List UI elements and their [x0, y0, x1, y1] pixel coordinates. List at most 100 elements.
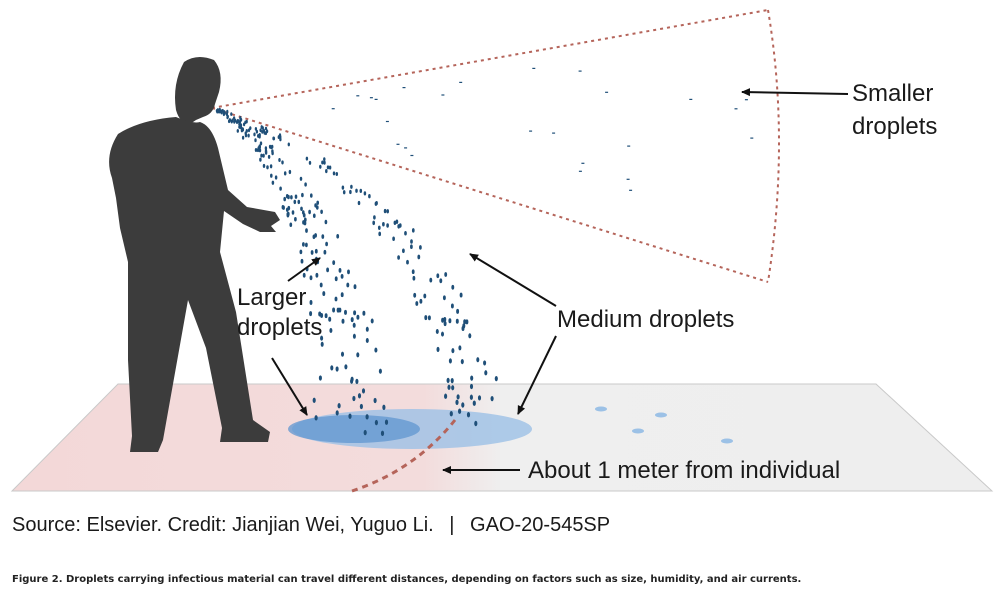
droplet — [465, 319, 469, 325]
droplet — [378, 231, 382, 237]
droplet — [441, 331, 444, 337]
droplet — [222, 111, 225, 115]
droplet — [436, 273, 440, 279]
droplet — [330, 365, 334, 371]
droplet — [423, 293, 427, 299]
droplet — [386, 223, 389, 228]
droplet — [406, 259, 409, 265]
droplet — [262, 153, 265, 158]
droplet — [346, 282, 350, 288]
droplet — [238, 120, 241, 125]
droplet — [315, 272, 319, 278]
droplet — [373, 397, 377, 404]
droplet — [254, 147, 258, 153]
droplet — [261, 126, 264, 130]
droplet — [305, 242, 308, 248]
droplet — [271, 180, 275, 185]
droplet — [350, 317, 354, 323]
droplet — [319, 282, 323, 288]
droplet — [412, 275, 416, 281]
droplet — [272, 136, 276, 141]
droplet — [312, 234, 316, 240]
droplet — [340, 273, 344, 279]
droplet — [374, 347, 378, 353]
droplet — [281, 160, 284, 165]
droplet — [260, 153, 263, 158]
droplet — [332, 171, 336, 176]
droplet — [310, 250, 314, 255]
droplet — [288, 169, 292, 175]
droplet — [455, 318, 459, 324]
droplet — [424, 315, 428, 321]
medium-droplet-stream — [215, 109, 498, 427]
smaller-droplets-label-line1: Smaller — [852, 80, 933, 107]
droplet — [490, 395, 494, 402]
droplet — [353, 284, 357, 290]
droplet — [332, 307, 336, 313]
droplet — [308, 209, 311, 215]
droplet — [267, 154, 271, 159]
droplet — [320, 341, 324, 347]
droplet — [262, 163, 266, 168]
annotation-arrows — [271, 88, 849, 474]
droplet — [309, 311, 313, 317]
droplet — [303, 217, 307, 222]
source-credit: Source: Elsevier. Credit: Jianjian Wei, … — [12, 514, 610, 537]
droplet — [442, 295, 446, 301]
droplet — [283, 196, 287, 202]
droplet — [291, 210, 295, 215]
droplet — [470, 375, 474, 381]
droplet — [469, 383, 474, 390]
droplet — [349, 189, 352, 195]
droplet — [458, 345, 462, 351]
droplet — [309, 193, 313, 198]
droplet — [314, 415, 318, 421]
droplet — [411, 269, 415, 275]
droplet — [375, 200, 378, 206]
droplet — [335, 171, 339, 177]
droplet — [300, 206, 303, 212]
droplet — [309, 275, 313, 281]
droplet — [259, 141, 263, 146]
droplet — [236, 128, 239, 133]
droplet — [383, 208, 387, 214]
droplet — [448, 358, 452, 364]
droplet — [325, 169, 328, 174]
droplet — [494, 375, 498, 382]
droplet — [216, 109, 219, 114]
droplet — [253, 132, 256, 137]
droplet — [476, 357, 480, 363]
droplet — [219, 109, 222, 114]
droplet — [459, 292, 463, 298]
droplet — [447, 384, 451, 390]
droplet — [446, 377, 450, 384]
droplet — [347, 269, 350, 275]
droplet — [439, 278, 443, 284]
droplet — [458, 408, 462, 414]
droplet — [427, 315, 431, 321]
droplet — [264, 146, 268, 151]
droplet — [370, 318, 374, 324]
droplet — [341, 185, 345, 190]
droplet — [435, 328, 439, 335]
droplet — [321, 160, 324, 165]
droplet — [301, 192, 304, 198]
smaller-droplet-cone — [211, 9, 780, 283]
person-silhouette-icon — [109, 56, 280, 452]
source-text: Source: Elsevier. Credit: Jianjian Wei, … — [12, 514, 434, 536]
droplet — [461, 402, 465, 408]
droplet — [264, 126, 268, 131]
droplet — [323, 160, 326, 165]
droplet — [259, 157, 262, 162]
droplet — [264, 150, 268, 155]
droplet — [290, 195, 293, 200]
droplet — [278, 133, 282, 138]
droplet — [444, 393, 448, 399]
droplet — [456, 394, 460, 400]
droplet — [356, 352, 360, 358]
droplet — [316, 200, 320, 206]
droplet — [359, 188, 363, 194]
droplet — [336, 307, 340, 313]
droplet — [413, 292, 417, 298]
droplet — [450, 303, 454, 309]
